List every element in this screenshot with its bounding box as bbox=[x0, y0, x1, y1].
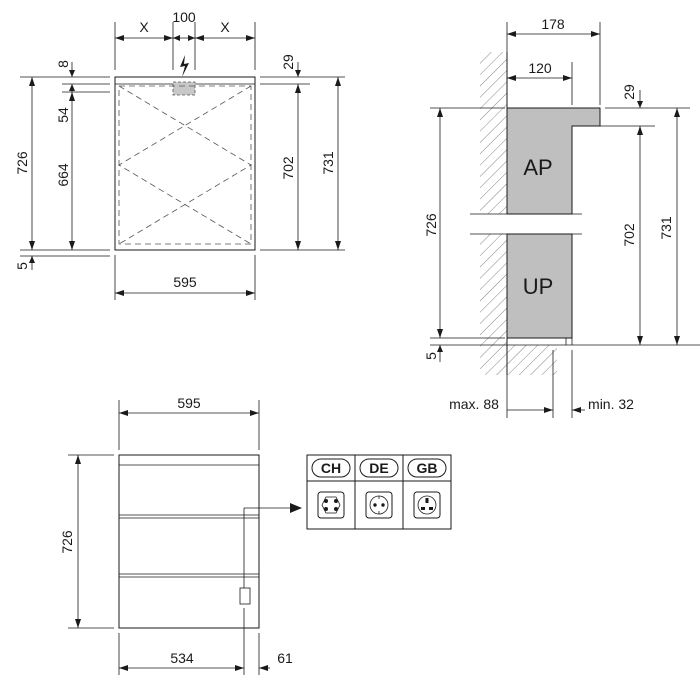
dim-595-front: 595 bbox=[173, 274, 197, 290]
dim-min-32: min. 32 bbox=[588, 396, 634, 412]
socket-de-icon bbox=[365, 491, 393, 519]
dim-178: 178 bbox=[541, 16, 565, 32]
socket-table: CH DE GB bbox=[306, 454, 452, 530]
dim-x-right: X bbox=[220, 19, 230, 35]
dim-726-bottom: 726 bbox=[59, 530, 75, 554]
dim-595-bottom: 595 bbox=[177, 395, 201, 411]
country-de: DE bbox=[369, 460, 388, 476]
front-view: X 100 X 726 8 54 664 5 bbox=[14, 9, 345, 300]
dim-120: 120 bbox=[528, 60, 552, 76]
dim-5-front: 5 bbox=[14, 262, 30, 270]
dim-61: 61 bbox=[277, 650, 293, 666]
dim-664: 664 bbox=[55, 163, 71, 187]
dim-29-front: 29 bbox=[280, 54, 296, 70]
socket-gb-icon bbox=[413, 491, 441, 519]
dim-702-front: 702 bbox=[280, 156, 296, 180]
country-ch: CH bbox=[321, 460, 341, 476]
dim-x-left: X bbox=[139, 19, 149, 35]
plug-box bbox=[239, 587, 251, 605]
recess-outline bbox=[118, 85, 252, 245]
dim-731-side: 731 bbox=[658, 216, 674, 240]
dim-100: 100 bbox=[172, 9, 196, 25]
socket-ch-icon bbox=[317, 491, 345, 519]
country-gb: GB bbox=[417, 460, 438, 476]
label-ap: AP bbox=[523, 155, 552, 180]
wall-hatch bbox=[480, 52, 507, 375]
side-view: AP UP 178 120 726 5 29 7 bbox=[423, 16, 700, 418]
dim-726-side: 726 bbox=[423, 213, 439, 237]
floor-hatch bbox=[507, 345, 557, 375]
lightning-icon bbox=[180, 55, 189, 77]
dim-534: 534 bbox=[170, 650, 194, 666]
recess-cross bbox=[118, 85, 252, 245]
bottom-cabinet bbox=[118, 454, 260, 629]
connection-box bbox=[172, 81, 196, 96]
cabinet-ap bbox=[506, 107, 601, 215]
label-up: UP bbox=[523, 274, 554, 299]
dim-54: 54 bbox=[55, 107, 71, 123]
bottom-view: 595 726 534 61 bbox=[59, 395, 302, 675]
front-cabinet bbox=[114, 76, 256, 251]
dim-5-side: 5 bbox=[423, 352, 439, 360]
dim-731-front: 731 bbox=[320, 151, 336, 175]
dim-8: 8 bbox=[55, 60, 71, 68]
dim-max-88: max. 88 bbox=[449, 396, 499, 412]
dim-702-side: 702 bbox=[621, 223, 637, 247]
dim-726-front: 726 bbox=[14, 151, 30, 175]
dim-29-side: 29 bbox=[621, 84, 637, 100]
